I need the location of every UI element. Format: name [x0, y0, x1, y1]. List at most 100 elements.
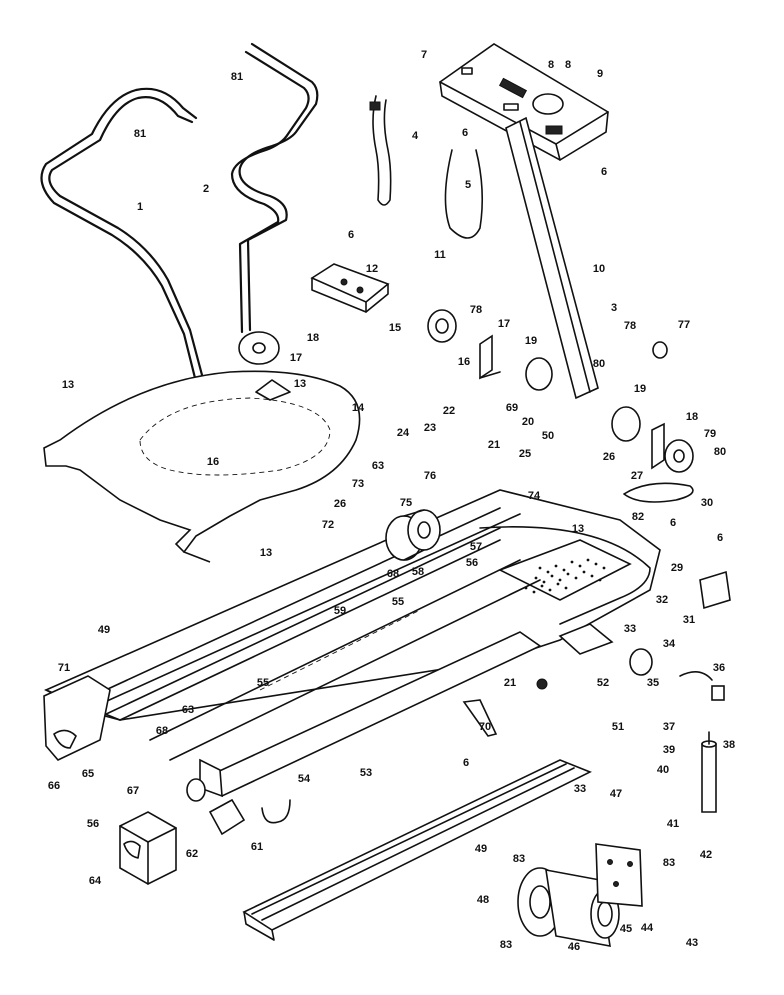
callout-label: 33 — [574, 783, 586, 795]
callout-label: 12 — [366, 263, 378, 275]
callout-label: 19 — [525, 335, 537, 347]
callout-label: 32 — [656, 594, 668, 606]
callout-label: 45 — [620, 923, 632, 935]
callout-label: 21 — [504, 677, 516, 689]
callout-label: 48 — [477, 894, 489, 906]
callout-label: 6 — [462, 127, 468, 139]
callout-label: 54 — [298, 773, 311, 785]
callout-label: 56 — [87, 818, 99, 830]
callout-label: 76 — [424, 470, 436, 482]
callout-label: 49 — [475, 843, 487, 855]
callout-label: 81 — [134, 128, 146, 140]
callout-label: 15 — [389, 322, 401, 334]
callout-label: 31 — [683, 614, 695, 626]
callout-label: 22 — [443, 405, 455, 417]
callout-label: 14 — [352, 402, 365, 414]
callout-label: 18 — [307, 332, 319, 344]
callout-label: 70 — [479, 721, 491, 733]
callout-label: 72 — [322, 519, 334, 531]
console — [439, 43, 609, 161]
callout-label: 29 — [671, 562, 683, 574]
callout-label: 21 — [488, 439, 500, 451]
callout-label: 40 — [657, 764, 669, 776]
callout-label: 68 — [156, 725, 168, 737]
callout-label: 80 — [714, 446, 726, 458]
callout-label: 65 — [82, 768, 94, 780]
mount-brackets — [479, 334, 665, 470]
callout-label: 73 — [352, 478, 364, 490]
callout-label: 78 — [624, 320, 636, 332]
callout-label: 46 — [568, 941, 580, 953]
callout-label: 56 — [466, 557, 478, 569]
callout-label: 26 — [334, 498, 346, 510]
callout-label: 53 — [360, 767, 372, 779]
motor-grille — [498, 539, 632, 601]
running-deck — [149, 559, 541, 761]
callout-label: 18 — [686, 411, 698, 423]
callout-label: 51 — [612, 721, 624, 733]
callout-label: 38 — [723, 739, 735, 751]
callout-label: 71 — [58, 662, 70, 674]
callout-label: 24 — [397, 427, 410, 439]
callout-label: 83 — [513, 853, 525, 865]
side-rail — [242, 759, 592, 941]
callout-label: 11 — [434, 249, 446, 261]
callout-label: 23 — [424, 422, 436, 434]
callout-label: 59 — [334, 605, 346, 617]
callout-label: 17 — [290, 352, 302, 364]
callout-label: 20 — [522, 416, 534, 428]
callout-label: 1 — [137, 201, 143, 213]
callout-label: 26 — [603, 451, 615, 463]
callout-label: 25 — [519, 448, 531, 460]
callout-label: 17 — [498, 318, 510, 330]
callout-label: 41 — [667, 818, 679, 830]
end-cap-left — [43, 675, 111, 761]
callout-label: 16 — [458, 356, 470, 368]
right-handrail-upright — [230, 42, 319, 365]
callout-label: 16 — [207, 456, 219, 468]
callout-label: 49 — [98, 624, 110, 636]
incline-actuator — [701, 731, 717, 813]
rear-roller — [186, 631, 542, 836]
callout-label: 66 — [48, 780, 60, 792]
callout-label: 36 — [713, 662, 725, 674]
callout-label: 47 — [610, 788, 622, 800]
callout-label: 50 — [542, 430, 554, 442]
callout-label: 80 — [593, 358, 605, 370]
upright-tube — [505, 116, 599, 400]
callout-label: 3 — [611, 302, 617, 314]
motor-hood — [43, 370, 361, 563]
end-cap-right — [119, 811, 177, 885]
callout-label: 79 — [704, 428, 716, 440]
callout-label: 69 — [506, 402, 518, 414]
callout-label: 6 — [670, 517, 676, 529]
base-frame — [43, 489, 661, 721]
callout-label: 62 — [186, 848, 198, 860]
callout-label: 63 — [372, 460, 384, 472]
callout-label: 74 — [528, 490, 541, 502]
callout-label: 6 — [601, 166, 607, 178]
callout-label: 75 — [400, 497, 412, 509]
callout-label: 19 — [634, 383, 646, 395]
callout-label: 34 — [663, 638, 676, 650]
callout-label: 6 — [717, 532, 723, 544]
callout-label: 67 — [127, 785, 139, 797]
callout-label: 82 — [632, 511, 644, 523]
callout-label: 83 — [500, 939, 512, 951]
callout-label: 13 — [62, 379, 74, 391]
callout-label: 8 — [565, 59, 571, 71]
wire-harness — [369, 95, 484, 239]
callout-label: 77 — [678, 319, 690, 331]
callout-label: 10 — [593, 263, 605, 275]
callout-label: 55 — [257, 677, 269, 689]
callout-label: 2 — [203, 183, 209, 195]
callout-label: 9 — [597, 68, 603, 80]
callout-label: 7 — [421, 49, 427, 61]
front-roller-pulley — [385, 509, 441, 561]
callout-label: 30 — [701, 497, 713, 509]
callout-label: 35 — [647, 677, 659, 689]
callout-label: 61 — [251, 841, 263, 853]
callout-label: 37 — [663, 721, 675, 733]
